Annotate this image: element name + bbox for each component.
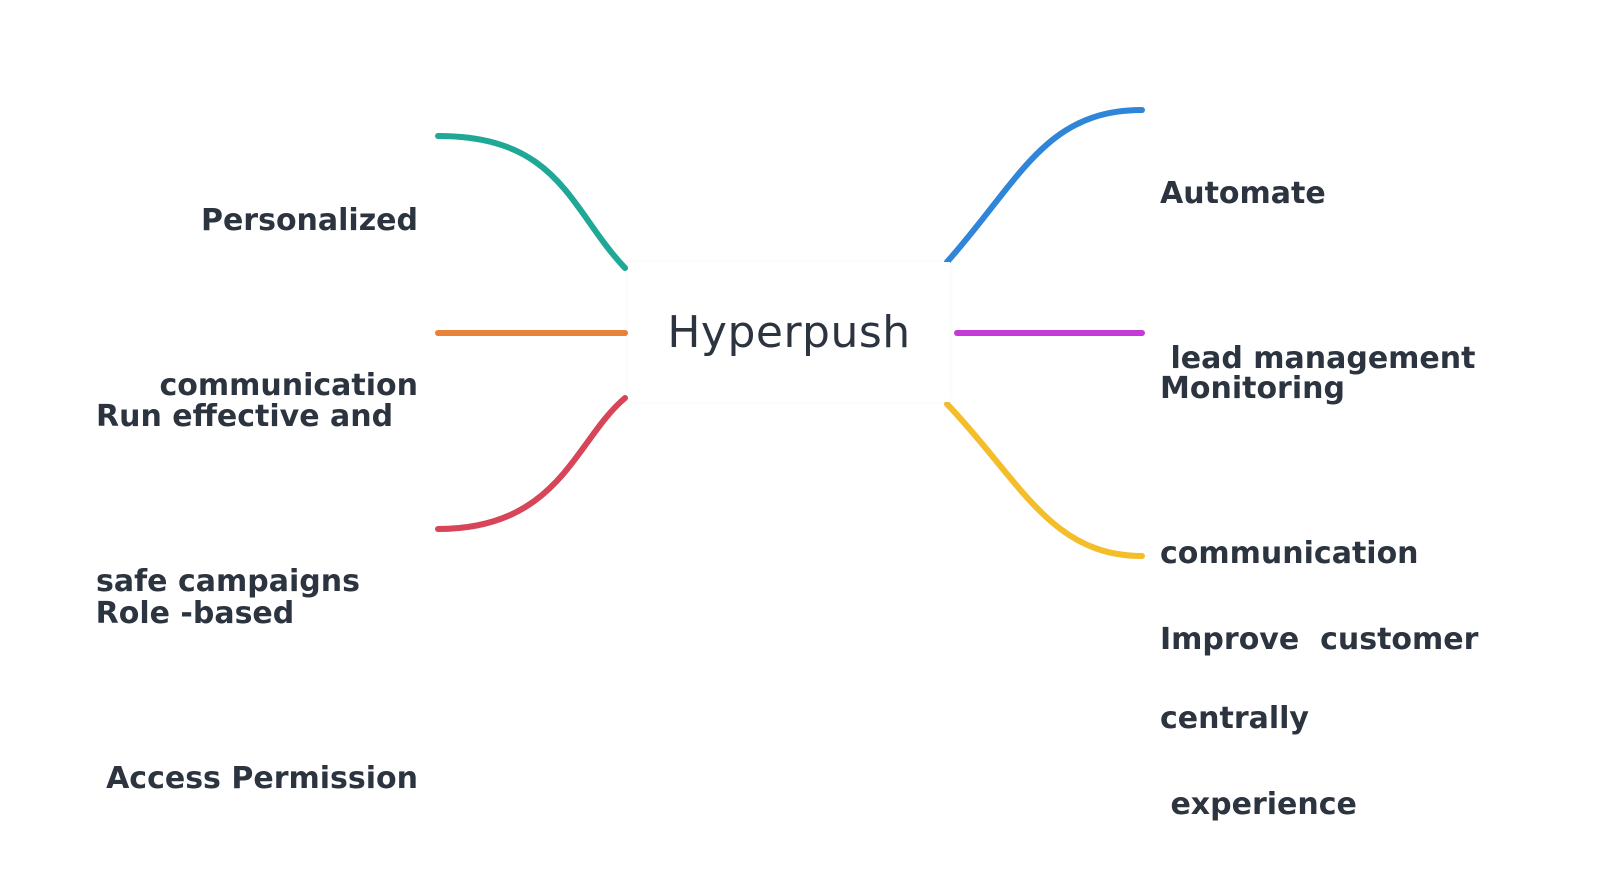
branch-label-line: Improve customer [1160, 622, 1479, 657]
branch-label-line: Personalized [200, 203, 418, 238]
center-node: Hyperpush [628, 262, 950, 402]
branch-label-line: Access Permission [95, 761, 418, 796]
branch-label-permissions: Role -based Access Permission [96, 476, 418, 861]
branch-label-experience: Improve customer experience [1160, 502, 1478, 887]
center-node-label: Hyperpush [667, 306, 911, 358]
branch-label-line: safe campaigns [96, 564, 360, 599]
branch-label-line: Run effective and [96, 399, 394, 434]
branch-label-automate: Automate lead management [1160, 56, 1475, 441]
branch-label-line: communication [149, 368, 418, 403]
connector-personalized [435, 133, 628, 271]
branch-label-line: Role -based [95, 596, 295, 631]
branch-label-line: communication [1160, 536, 1419, 571]
branch-label-campaigns: Run effective and safe campaigns [96, 279, 393, 664]
connector-permissions [435, 395, 628, 532]
branch-label-line: Automate [1160, 176, 1326, 211]
connector-experience [944, 401, 1145, 559]
branch-label-line: experience [1160, 787, 1357, 822]
branch-label-line: Monitoring [1160, 371, 1345, 406]
branch-label-line: lead management [1160, 341, 1476, 376]
branch-label-personalized: Personalized communication [149, 83, 418, 468]
connector-lines [435, 107, 1145, 559]
connector-automate [944, 107, 1145, 265]
